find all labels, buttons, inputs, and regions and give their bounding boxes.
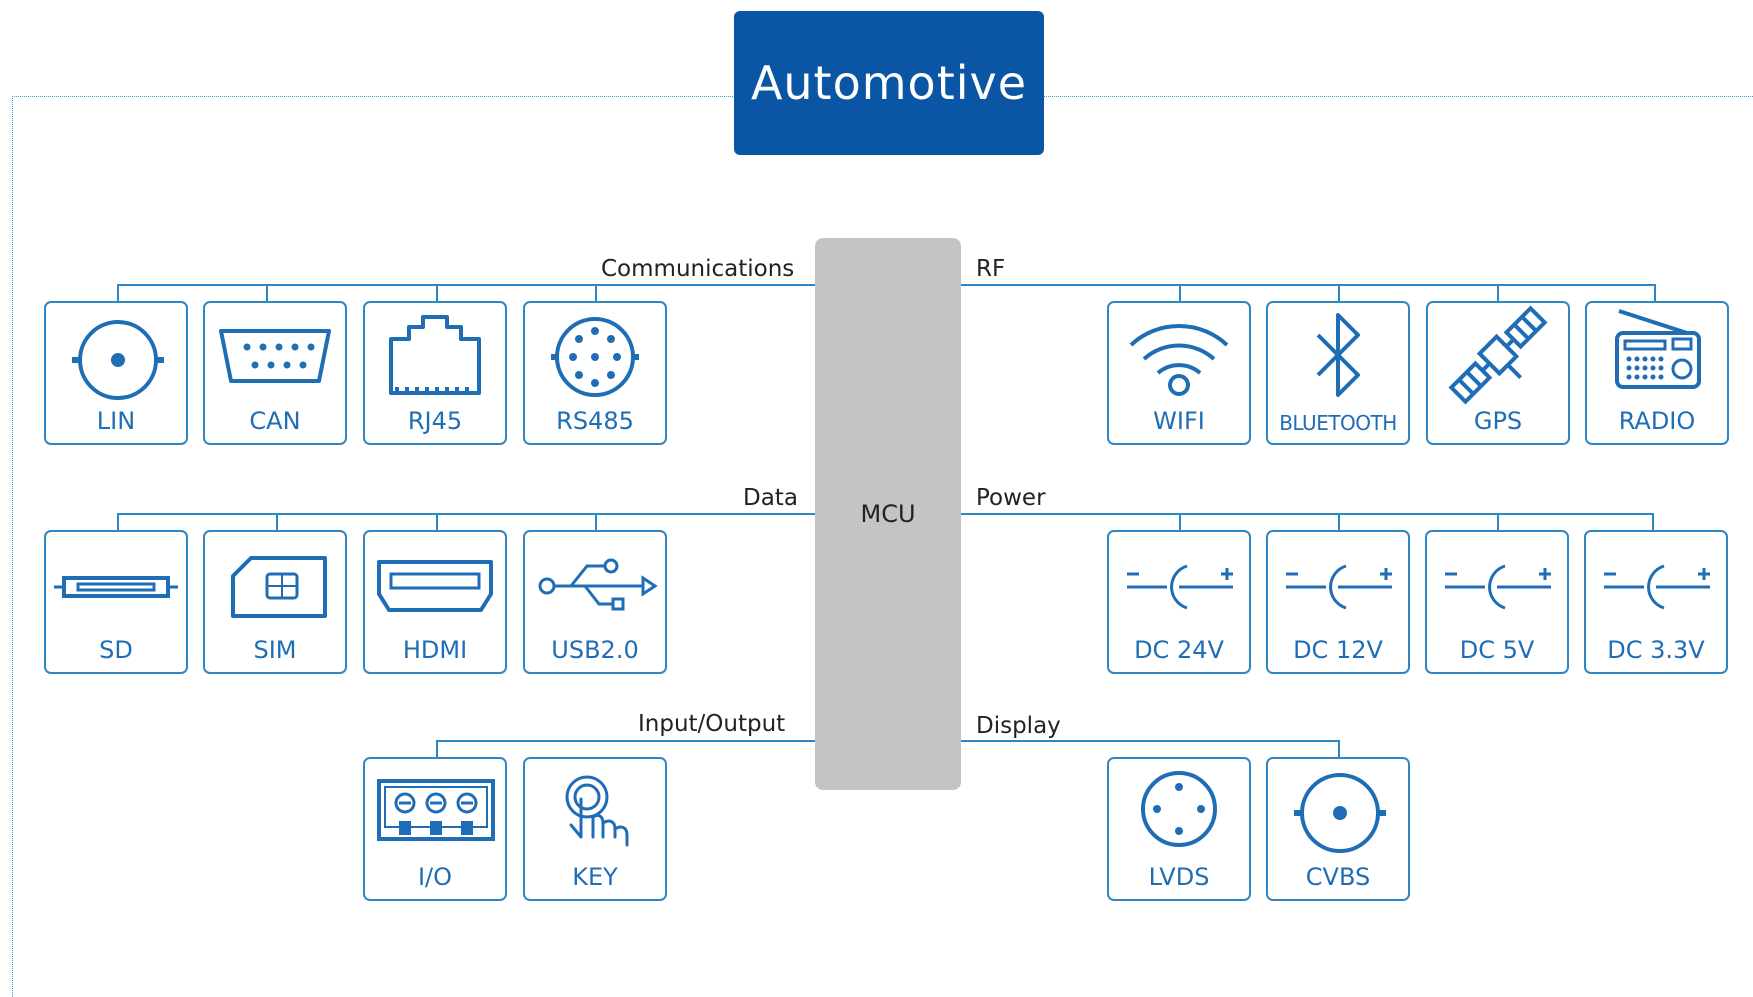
wifi-icon <box>1129 323 1229 396</box>
dc-jack-icon <box>1445 564 1551 610</box>
tile-label: DC 12V <box>1293 636 1383 664</box>
coax-connector-icon <box>72 320 164 400</box>
drop <box>1497 513 1499 531</box>
tile-gps: GPS <box>1426 301 1570 445</box>
drop <box>1338 284 1340 302</box>
tile-can: CAN <box>203 301 347 445</box>
group-label-communications: Communications <box>601 256 795 282</box>
ethernet-port-icon <box>389 315 481 395</box>
tile-io: I/O <box>363 757 507 901</box>
io-bus <box>436 740 815 742</box>
tile-label: CVBS <box>1305 863 1371 891</box>
tile-rs485: RS485 <box>523 301 667 445</box>
tile-hdmi: HDMI <box>363 530 507 674</box>
tile-wifi: WIFI <box>1107 301 1251 445</box>
group-label-power: Power <box>976 485 1046 511</box>
coax-connector-icon <box>1294 773 1386 853</box>
drop <box>1654 284 1656 302</box>
dc-jack-icon <box>1286 564 1392 610</box>
drop <box>595 513 597 531</box>
tile-label: KEY <box>572 863 618 891</box>
drop <box>1179 284 1181 302</box>
tile-label: SD <box>99 636 133 664</box>
terminal-block-icon <box>377 779 495 841</box>
tile-label: SIM <box>253 636 297 664</box>
tile-rj45: RJ45 <box>363 301 507 445</box>
tile-dc33v: DC 3.3V <box>1584 530 1728 674</box>
group-label-data: Data <box>743 485 798 511</box>
tile-dc5v: DC 5V <box>1425 530 1569 674</box>
drop <box>436 513 438 531</box>
drop <box>1497 284 1499 302</box>
lvds-connector-icon <box>1141 771 1217 847</box>
tile-label: LVDS <box>1148 863 1210 891</box>
tile-key: KEY <box>523 757 667 901</box>
circular-connector-icon <box>551 317 639 397</box>
drop <box>436 284 438 302</box>
tile-lvds: LVDS <box>1107 757 1251 901</box>
drop <box>117 513 119 531</box>
tile-label: RADIO <box>1618 407 1696 435</box>
tile-label: BLUETOOTH <box>1279 411 1397 435</box>
drop <box>436 740 438 758</box>
group-label-display: Display <box>976 713 1061 739</box>
drop <box>276 513 278 531</box>
drop <box>1179 513 1181 531</box>
card-slot-icon <box>54 576 178 598</box>
group-label-rf: RF <box>976 256 1006 282</box>
communications-bus <box>118 284 815 286</box>
drop <box>1338 740 1340 758</box>
mcu-block <box>815 238 961 790</box>
tile-label: LIN <box>96 407 136 435</box>
satellite-icon <box>1448 305 1548 405</box>
drop <box>1338 513 1340 531</box>
radio-icon <box>1615 309 1701 389</box>
tile-label: CAN <box>249 407 301 435</box>
rf-bus <box>961 284 1655 286</box>
tile-label: DC 5V <box>1459 636 1535 664</box>
tile-label: DC 3.3V <box>1607 636 1705 664</box>
tile-radio: RADIO <box>1585 301 1729 445</box>
tile-label: WIFI <box>1153 407 1205 435</box>
tile-label: I/O <box>417 863 453 891</box>
data-bus <box>118 513 815 515</box>
dc-jack-icon <box>1604 564 1710 610</box>
db9-connector-icon <box>219 329 331 383</box>
display-bus <box>961 740 1339 742</box>
tile-label: GPS <box>1473 407 1523 435</box>
tile-sd: SD <box>44 530 188 674</box>
tile-dc12v: DC 12V <box>1266 530 1410 674</box>
tile-label: HDMI <box>402 636 468 664</box>
diagram-title: Automotive <box>734 11 1044 155</box>
tile-label: RS485 <box>556 407 634 435</box>
tile-sim: SIM <box>203 530 347 674</box>
tile-bluetooth: BLUETOOTH <box>1266 301 1410 445</box>
sim-card-icon <box>231 556 327 618</box>
group-label-io: Input/Output <box>638 711 786 737</box>
tile-dc24v: DC 24V <box>1107 530 1251 674</box>
tile-usb: USB2.0 <box>523 530 667 674</box>
tile-cvbs: CVBS <box>1266 757 1410 901</box>
tile-label: USB2.0 <box>551 636 639 664</box>
drop <box>117 284 119 302</box>
drop <box>266 284 268 302</box>
tile-lin: LIN <box>44 301 188 445</box>
drop <box>595 284 597 302</box>
drop <box>1652 513 1654 531</box>
push-button-icon <box>565 775 629 847</box>
tile-label: RJ45 <box>407 407 463 435</box>
power-bus <box>961 513 1653 515</box>
tile-label: DC 24V <box>1134 636 1224 664</box>
bluetooth-icon <box>1316 313 1360 397</box>
hdmi-port-icon <box>377 560 493 612</box>
usb-icon <box>538 558 658 611</box>
dc-jack-icon <box>1127 564 1233 610</box>
mcu-label: MCU <box>860 500 916 528</box>
